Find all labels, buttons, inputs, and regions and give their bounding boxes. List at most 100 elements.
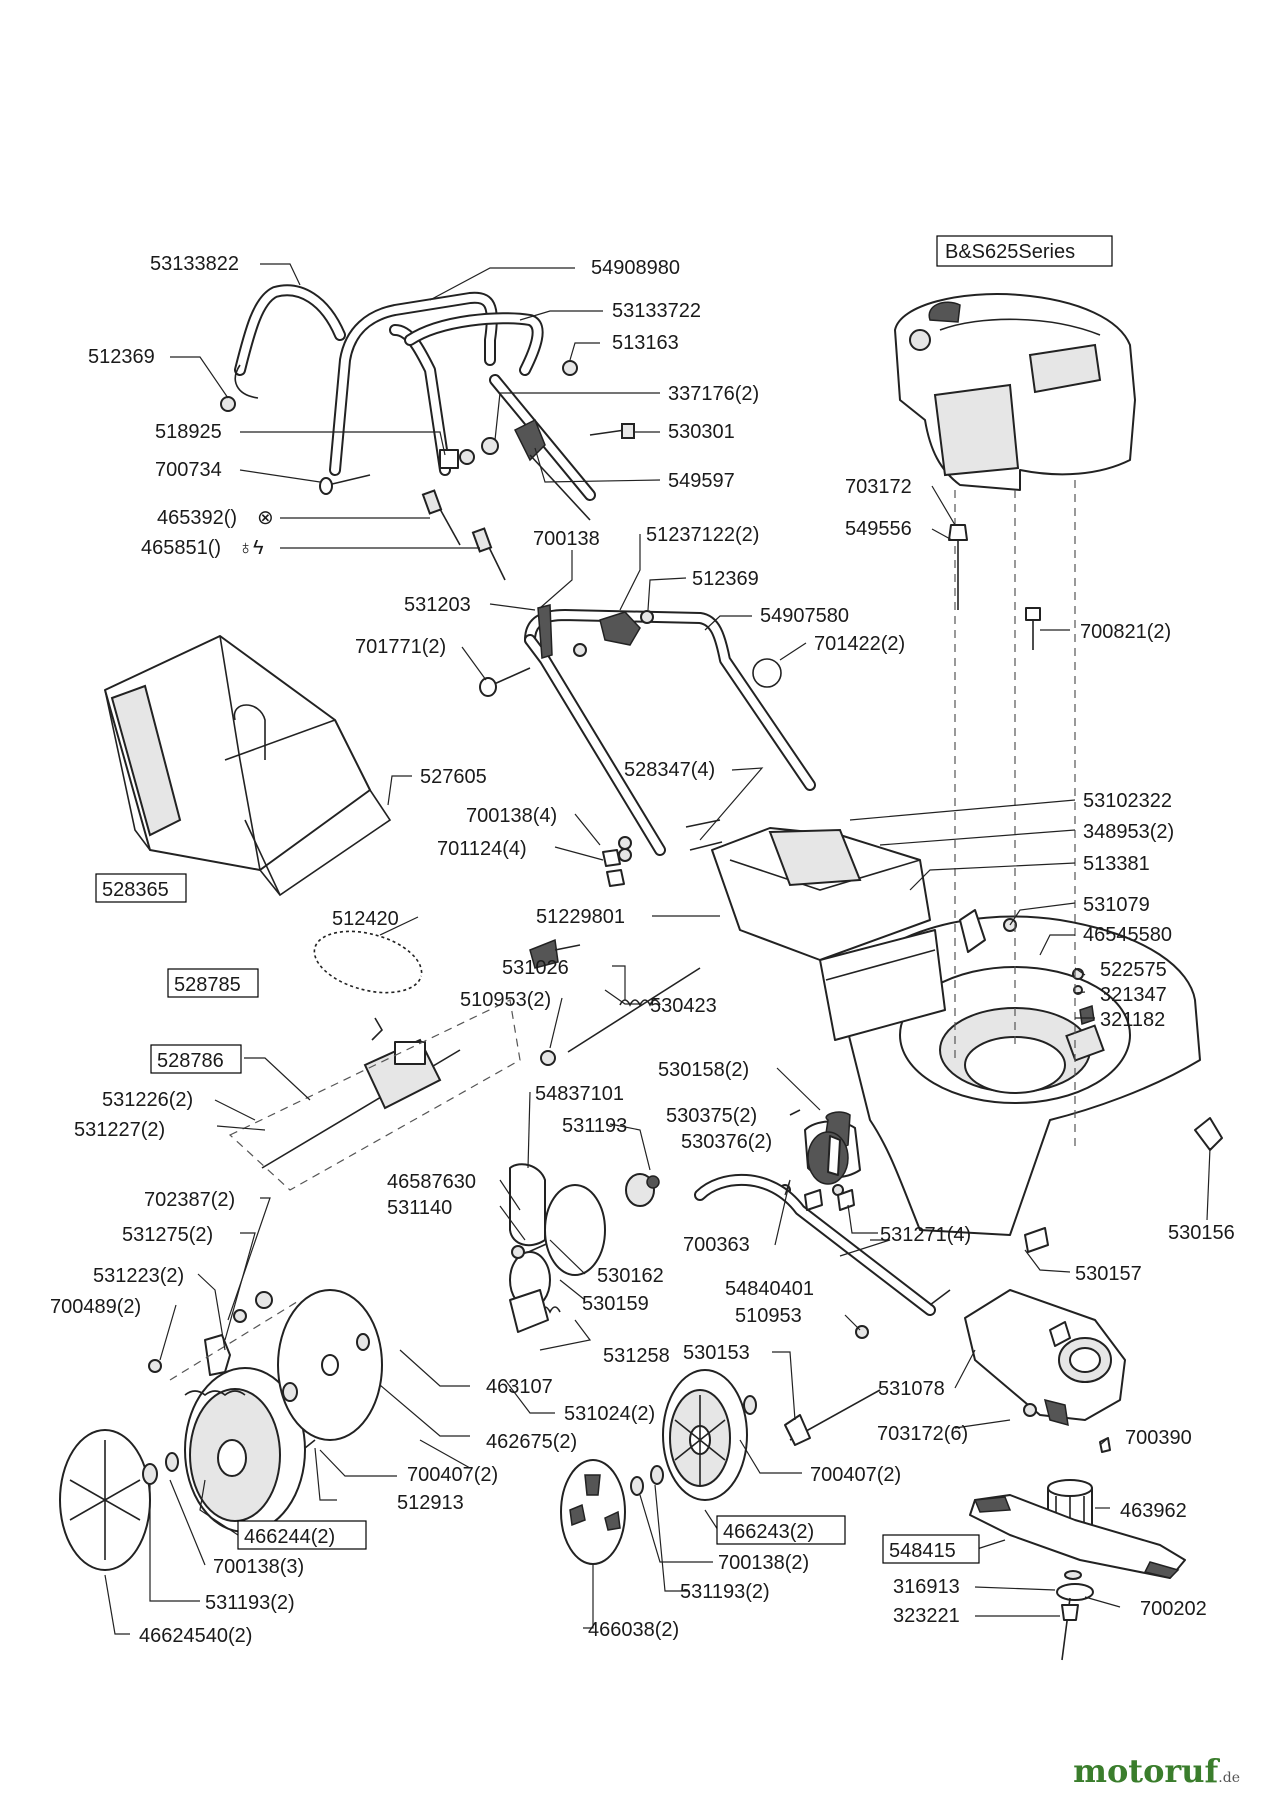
part-label: 703172(6) <box>877 1423 968 1445</box>
part-label: 512369 <box>692 568 759 590</box>
part-label: 530375(2) <box>666 1105 757 1127</box>
part-label: 531226(2) <box>102 1089 193 1111</box>
part-label: 54908980 <box>591 257 680 279</box>
part-label: 54907580 <box>760 605 849 627</box>
part-label: 528347(4) <box>624 759 715 781</box>
part-label: 321182 <box>1100 1009 1165 1031</box>
blade-assembly <box>964 1289 1186 1661</box>
part-label: 700138(2) <box>718 1552 809 1574</box>
part-label: 530159 <box>582 1293 649 1315</box>
part-label: 701771(2) <box>355 636 446 658</box>
part-label: 530301 <box>668 421 735 443</box>
part-label: 462675(2) <box>486 1431 577 1453</box>
part-label: 46624540(2) <box>139 1625 252 1647</box>
part-label: 465392() <box>157 507 237 529</box>
part-label: 512369 <box>88 346 155 368</box>
engine <box>894 293 1136 1150</box>
part-label: 531193(2) <box>205 1592 295 1614</box>
part-label: 530153 <box>683 1342 750 1364</box>
part-label: 530162 <box>597 1265 664 1287</box>
part-label: 530157 <box>1075 1263 1142 1285</box>
part-label: 531271(4) <box>880 1224 971 1246</box>
part-label: 531258 <box>603 1345 670 1367</box>
part-label: 512420 <box>332 908 399 930</box>
misc-fasteners <box>529 938 855 1211</box>
part-label: 530376(2) <box>681 1131 772 1153</box>
part-label: 323221 <box>893 1605 960 1627</box>
part-label: 513381 <box>1083 853 1150 875</box>
watermark-name: motoruf <box>1073 1752 1219 1790</box>
part-label: 316913 <box>893 1576 960 1598</box>
boxed-part-labels: 528365 528785 528786 466244(2) 466243(2)… <box>95 873 980 1564</box>
part-label: 466038(2) <box>588 1619 679 1641</box>
part-label: 510953 <box>735 1305 802 1327</box>
part-label: 465851() <box>141 537 221 559</box>
part-label: 700821(2) <box>1080 621 1171 643</box>
power-icon: ⊗ <box>257 507 274 529</box>
lower-handle <box>479 604 816 887</box>
part-label: 530156 <box>1168 1222 1235 1244</box>
part-label: 703172 <box>845 476 912 498</box>
boxed-part-label: 466244(2) <box>244 1526 335 1548</box>
part-label: 702387(2) <box>144 1189 235 1211</box>
part-label: 531079 <box>1083 894 1150 916</box>
part-label: 531193(2) <box>680 1581 770 1603</box>
upper-handle-parts <box>220 284 635 581</box>
part-label: 700390 <box>1125 1427 1192 1449</box>
choke-icon: ♁ϟ <box>238 537 264 559</box>
part-label: 527605 <box>420 766 487 788</box>
part-label: 463107 <box>486 1376 553 1398</box>
part-label: 513163 <box>612 332 679 354</box>
part-label: 512913 <box>397 1492 464 1514</box>
part-label: 321347 <box>1100 984 1167 1006</box>
part-label: 701124(4) <box>437 838 527 860</box>
part-label: 549556 <box>845 518 912 540</box>
watermark-suffix: .de <box>1218 1770 1240 1786</box>
part-label: 522575 <box>1100 959 1167 981</box>
part-label: 530158(2) <box>658 1059 749 1081</box>
boxed-part-label: 466243(2) <box>723 1521 814 1543</box>
rear-wheel <box>59 1289 383 1571</box>
grass-catcher <box>104 635 392 897</box>
part-label: 54837101 <box>535 1083 624 1105</box>
part-label: 531140 <box>387 1197 452 1219</box>
mower-deck <box>819 909 1223 1253</box>
engine-box-frame <box>936 235 1113 267</box>
part-label: 53133722 <box>612 300 701 322</box>
part-label: 700363 <box>683 1234 750 1256</box>
part-label: 531026 <box>502 957 569 979</box>
part-label: 46545580 <box>1083 924 1172 946</box>
part-label: 531227(2) <box>74 1119 165 1141</box>
part-label: 337176(2) <box>668 383 759 405</box>
drive-belt <box>312 929 424 995</box>
front-wheel <box>560 1369 757 1565</box>
part-label: 54840401 <box>725 1278 814 1300</box>
gearbox-axle <box>228 999 521 1191</box>
rear-cover <box>711 827 931 961</box>
part-label: 51237122(2) <box>646 524 759 546</box>
part-label: 53133822 <box>150 253 239 275</box>
part-labels: B&S625Series 53133822 54908980 53133722 … <box>50 235 1235 1647</box>
part-label: 700138 <box>533 528 600 550</box>
part-label: 531024(2) <box>564 1403 655 1425</box>
part-label: 463962 <box>1120 1500 1187 1522</box>
part-label: 531275(2) <box>122 1224 213 1246</box>
part-label: 531203 <box>404 594 471 616</box>
part-label: 531223(2) <box>93 1265 184 1287</box>
part-label: 51229801 <box>536 906 625 928</box>
part-label: 700202 <box>1140 1598 1207 1620</box>
part-label: 700407(2) <box>407 1464 498 1486</box>
boxed-part-label: 528785 <box>174 974 241 996</box>
part-label: 700138(4) <box>466 805 557 827</box>
part-label: 46587630 <box>387 1171 476 1193</box>
part-label: 53102322 <box>1083 790 1172 812</box>
part-label: 549597 <box>668 470 735 492</box>
part-label: 530423 <box>650 995 717 1017</box>
part-label: 348953(2) <box>1083 821 1174 843</box>
part-label: 510953(2) <box>460 989 551 1011</box>
part-label: 700734 <box>155 459 222 481</box>
engine-box-label: B&S625Series <box>945 241 1075 263</box>
boxed-part-label: 548415 <box>889 1540 956 1562</box>
part-label: 531193 <box>562 1115 627 1137</box>
